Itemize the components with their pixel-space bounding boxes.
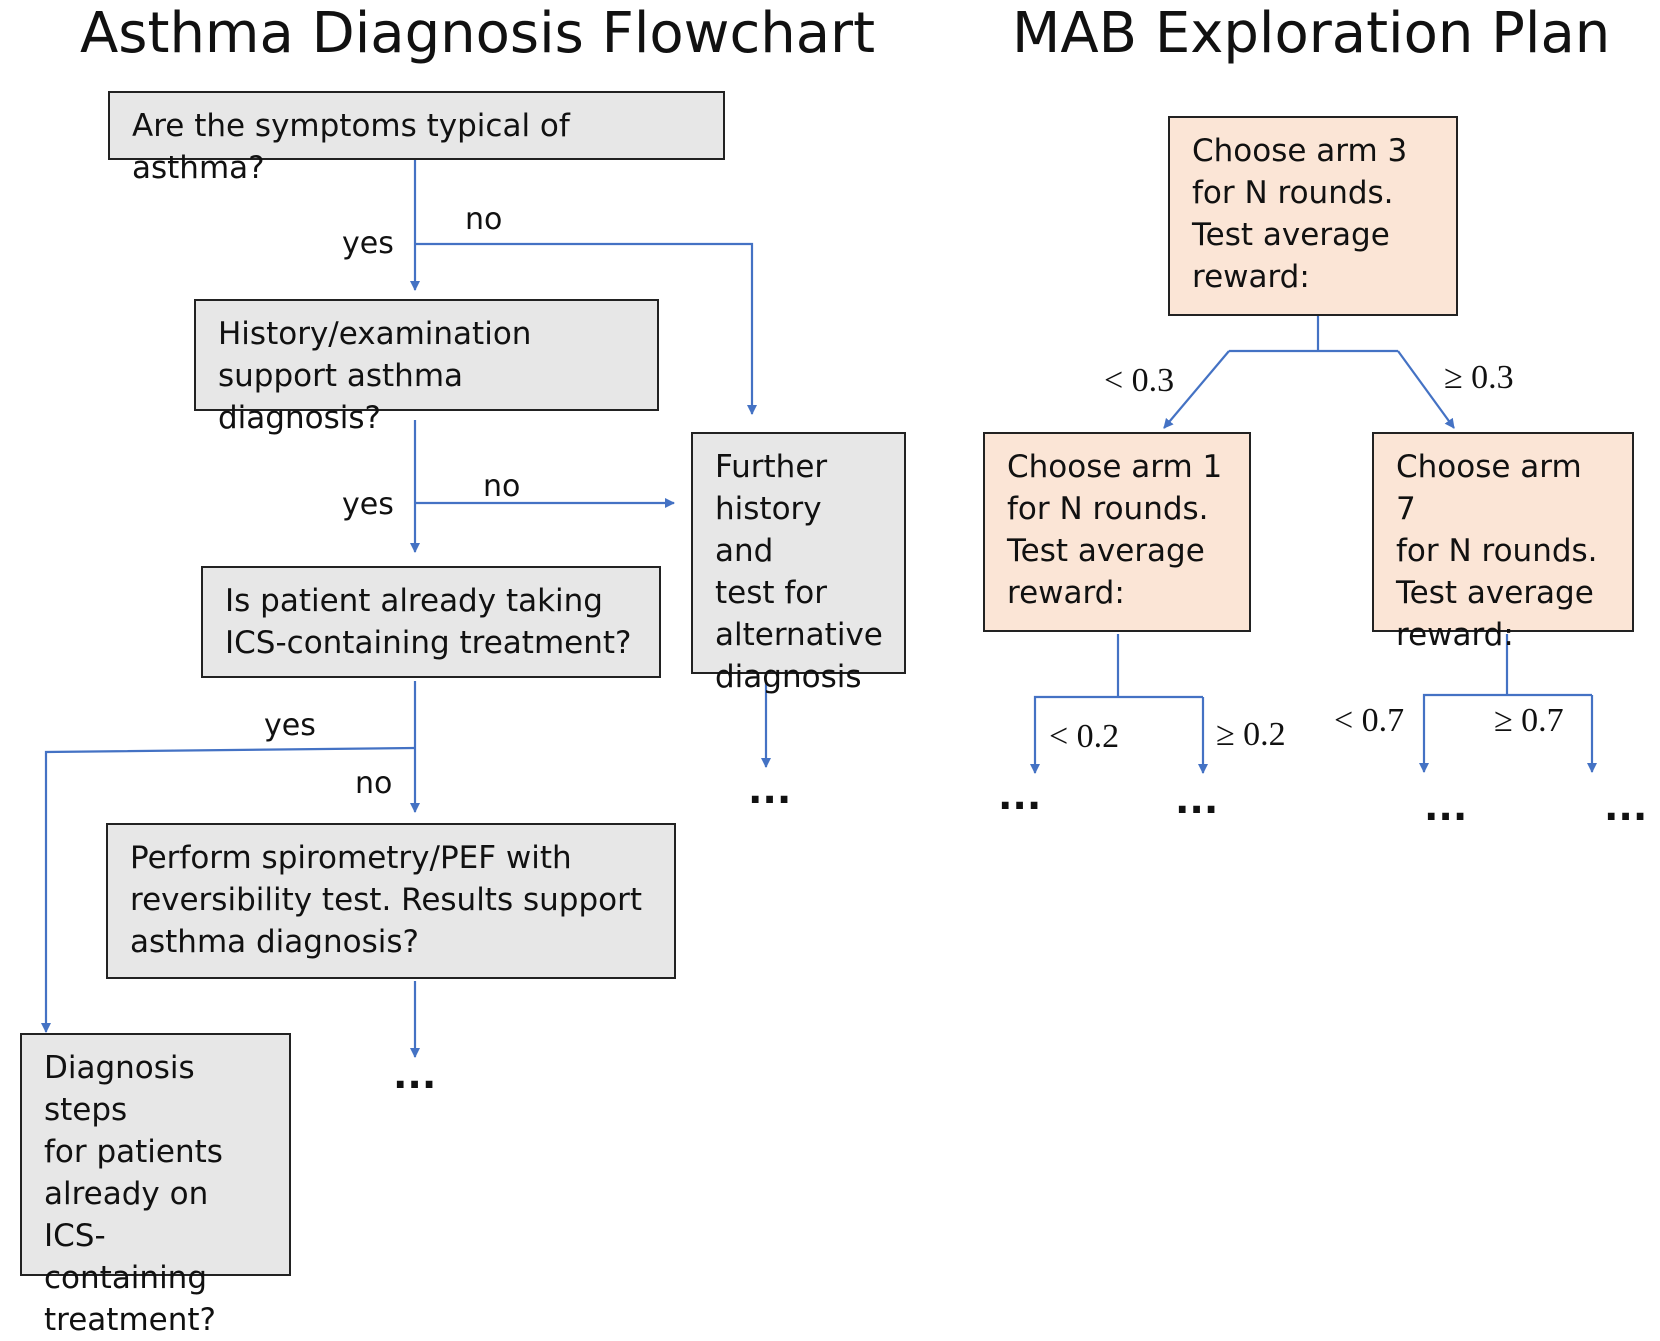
edge-label-yes: yes [342, 487, 394, 522]
arrow-symptoms-no-to-further [415, 242, 757, 415]
continuation-ellipsis: ... [1175, 778, 1219, 822]
ics-diagnosis-steps-box: Diagnosis steps for patients already on … [20, 1033, 291, 1338]
branch-arm7-left [1419, 693, 1592, 773]
edge-label-no: no [355, 766, 393, 801]
spirometry-box: Perform spirometry/PEF with reversibilit… [106, 823, 676, 979]
edge-label-lt-0-7: < 0.7 [1334, 702, 1405, 739]
mab-plan-title: MAB Exploration Plan [1012, 1, 1611, 66]
continuation-ellipsis: ... [1604, 785, 1648, 829]
edge-label-no: no [465, 202, 503, 237]
edge-label-lt-0-3: < 0.3 [1104, 362, 1175, 399]
history-question-box: History/examination support asthma diagn… [194, 299, 659, 436]
connector-layer [41, 160, 1597, 1058]
mab-arm1-box: Choose arm 1 for N rounds. Test average … [983, 432, 1251, 632]
mab-root-box: Choose arm 3 for N rounds. Test average … [1168, 116, 1458, 316]
continuation-ellipsis: ... [1424, 785, 1468, 829]
edge-label-lt-0-2: < 0.2 [1049, 718, 1120, 755]
edge-label-ge-0-2: ≥ 0.2 [1216, 716, 1286, 753]
arrow-root-to-arm7 [1397, 350, 1455, 429]
edge-label-no: no [483, 469, 521, 504]
edge-label-yes: yes [342, 226, 394, 261]
continuation-ellipsis: ... [998, 774, 1042, 818]
continuation-ellipsis: ... [393, 1053, 437, 1097]
asthma-flowchart-title: Asthma Diagnosis Flowchart [80, 1, 876, 66]
mab-arm7-box: Choose arm 7 for N rounds. Test average … [1372, 432, 1634, 653]
ics-question-box: Is patient already taking ICS-containing… [201, 566, 661, 678]
symptoms-question-box: Are the symptoms typical of asthma? [108, 91, 725, 186]
arrow-root-to-arm1 [1163, 350, 1230, 429]
edge-label-ge-0-7: ≥ 0.7 [1494, 702, 1564, 739]
edge-label-yes: yes [264, 708, 316, 743]
edge-label-ge-0-3: ≥ 0.3 [1444, 359, 1514, 396]
further-history-box: Further history and test for alternative… [691, 432, 906, 695]
continuation-ellipsis: ... [748, 768, 792, 812]
branch-arm1-left [1030, 695, 1203, 774]
diagram-canvas: Asthma Diagnosis Flowchart MAB Explorati… [20, 1, 1648, 1338]
arrow-ics-yes-to-steps [41, 746, 416, 1033]
